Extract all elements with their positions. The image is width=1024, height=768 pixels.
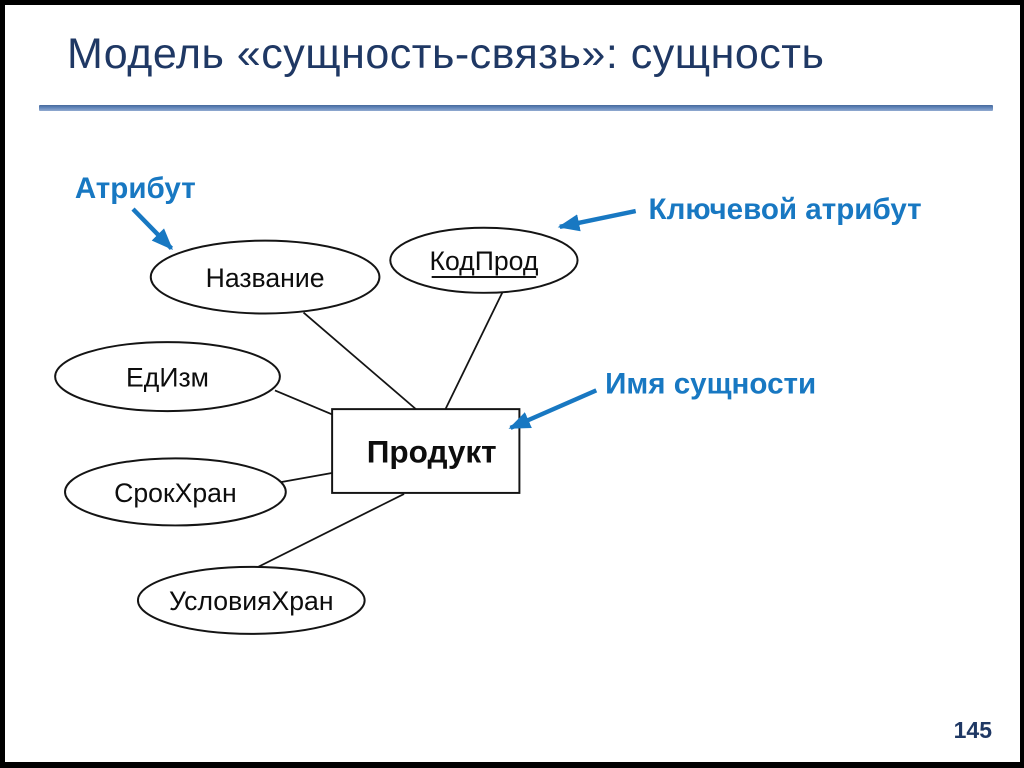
annotation-label-entity-name: Имя сущности bbox=[605, 367, 816, 400]
entity-rectangle bbox=[331, 408, 521, 494]
annotation-arrow-attribute bbox=[131, 207, 174, 251]
annotation-arrow-entity-name bbox=[508, 388, 598, 430]
attribute-label: УсловияХран bbox=[169, 586, 334, 616]
attribute-node-nazvanie: Название bbox=[149, 239, 381, 315]
connector-kodprod-entity bbox=[444, 291, 504, 410]
attribute-node-usloviyakhran: УсловияХран bbox=[136, 565, 366, 635]
attribute-ellipse bbox=[54, 341, 281, 413]
connector-nazvanie-entity bbox=[302, 311, 417, 410]
annotation-label-key-attribute: Ключевой атрибут bbox=[649, 193, 922, 226]
title-divider bbox=[39, 105, 993, 111]
annotation-label-attribute: Атрибут bbox=[75, 172, 196, 205]
attribute-node-srokhran: СрокХран bbox=[64, 457, 287, 527]
entity-label: Продукт bbox=[367, 433, 497, 469]
connector-usloviyakhran-entity bbox=[253, 493, 405, 570]
page-title: Модель «сущность-связь»: сущность bbox=[67, 30, 825, 78]
attribute-ellipse bbox=[64, 457, 287, 527]
key-attribute-label: КодПрод bbox=[429, 246, 538, 276]
entity-node: Продукт bbox=[331, 408, 521, 494]
attribute-node-edizm: ЕдИзм bbox=[54, 341, 281, 413]
attribute-ellipse bbox=[136, 565, 366, 635]
connector-srokhran-entity bbox=[280, 471, 337, 483]
attribute-ellipse bbox=[149, 239, 381, 315]
attribute-label: Название bbox=[206, 263, 325, 293]
page-number: 145 bbox=[953, 717, 992, 743]
attribute-label: ЕдИзм bbox=[126, 362, 209, 392]
annotation-arrow-key-attribute bbox=[557, 208, 637, 232]
attribute-label: СрокХран bbox=[114, 478, 236, 508]
attribute-node-kodprod: КодПрод bbox=[389, 226, 579, 294]
er-diagram: Название КодПрод ЕдИзм СрокХран УсловияХ… bbox=[54, 172, 922, 635]
connector-edizm-entity bbox=[274, 389, 337, 417]
